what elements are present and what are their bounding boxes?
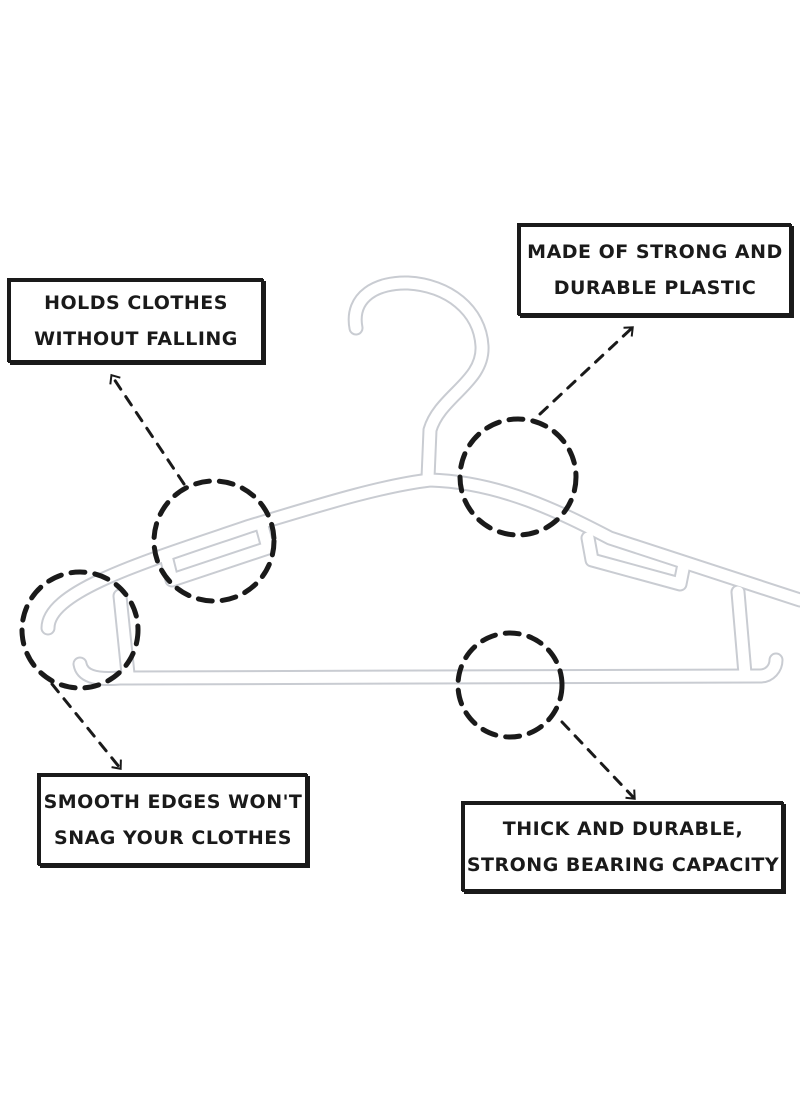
marker-circle-notch [151, 478, 277, 604]
arrow-thick [560, 720, 636, 800]
callout-thick-line1: THICK AND DURABLE, [502, 818, 744, 840]
callout-made-line1: MADE OF STRONG AND [527, 241, 783, 263]
marker-circle-bar [455, 630, 565, 740]
arrow-smooth [50, 682, 122, 770]
arrow-holds [109, 373, 186, 486]
callout-holds-line1: HOLDS CLOTHES [44, 292, 228, 314]
arrow-made [538, 326, 634, 416]
callout-strong-plastic: MADE OF STRONG AND DURABLE PLASTIC [518, 224, 792, 316]
callout-holds-line2: WITHOUT FALLING [34, 328, 238, 350]
callout-made-line2: DURABLE PLASTIC [553, 277, 757, 299]
marker-circle-edge [19, 569, 141, 691]
callout-smooth-line1: SMOOTH EDGES WON'T [43, 791, 303, 813]
callout-thick-line2: STRONG BEARING CAPACITY [466, 854, 780, 876]
callout-smooth-line2: SNAG YOUR CLOTHES [54, 827, 292, 849]
marker-circle-shoulder [457, 416, 579, 538]
callout-bearing-capacity: THICK AND DURABLE, STRONG BEARING CAPACI… [462, 802, 784, 892]
callout-holds-clothes: HOLDS CLOTHES WITHOUT FALLING [8, 279, 264, 363]
callout-smooth-edges: SMOOTH EDGES WON'T SNAG YOUR CLOTHES [38, 774, 308, 866]
